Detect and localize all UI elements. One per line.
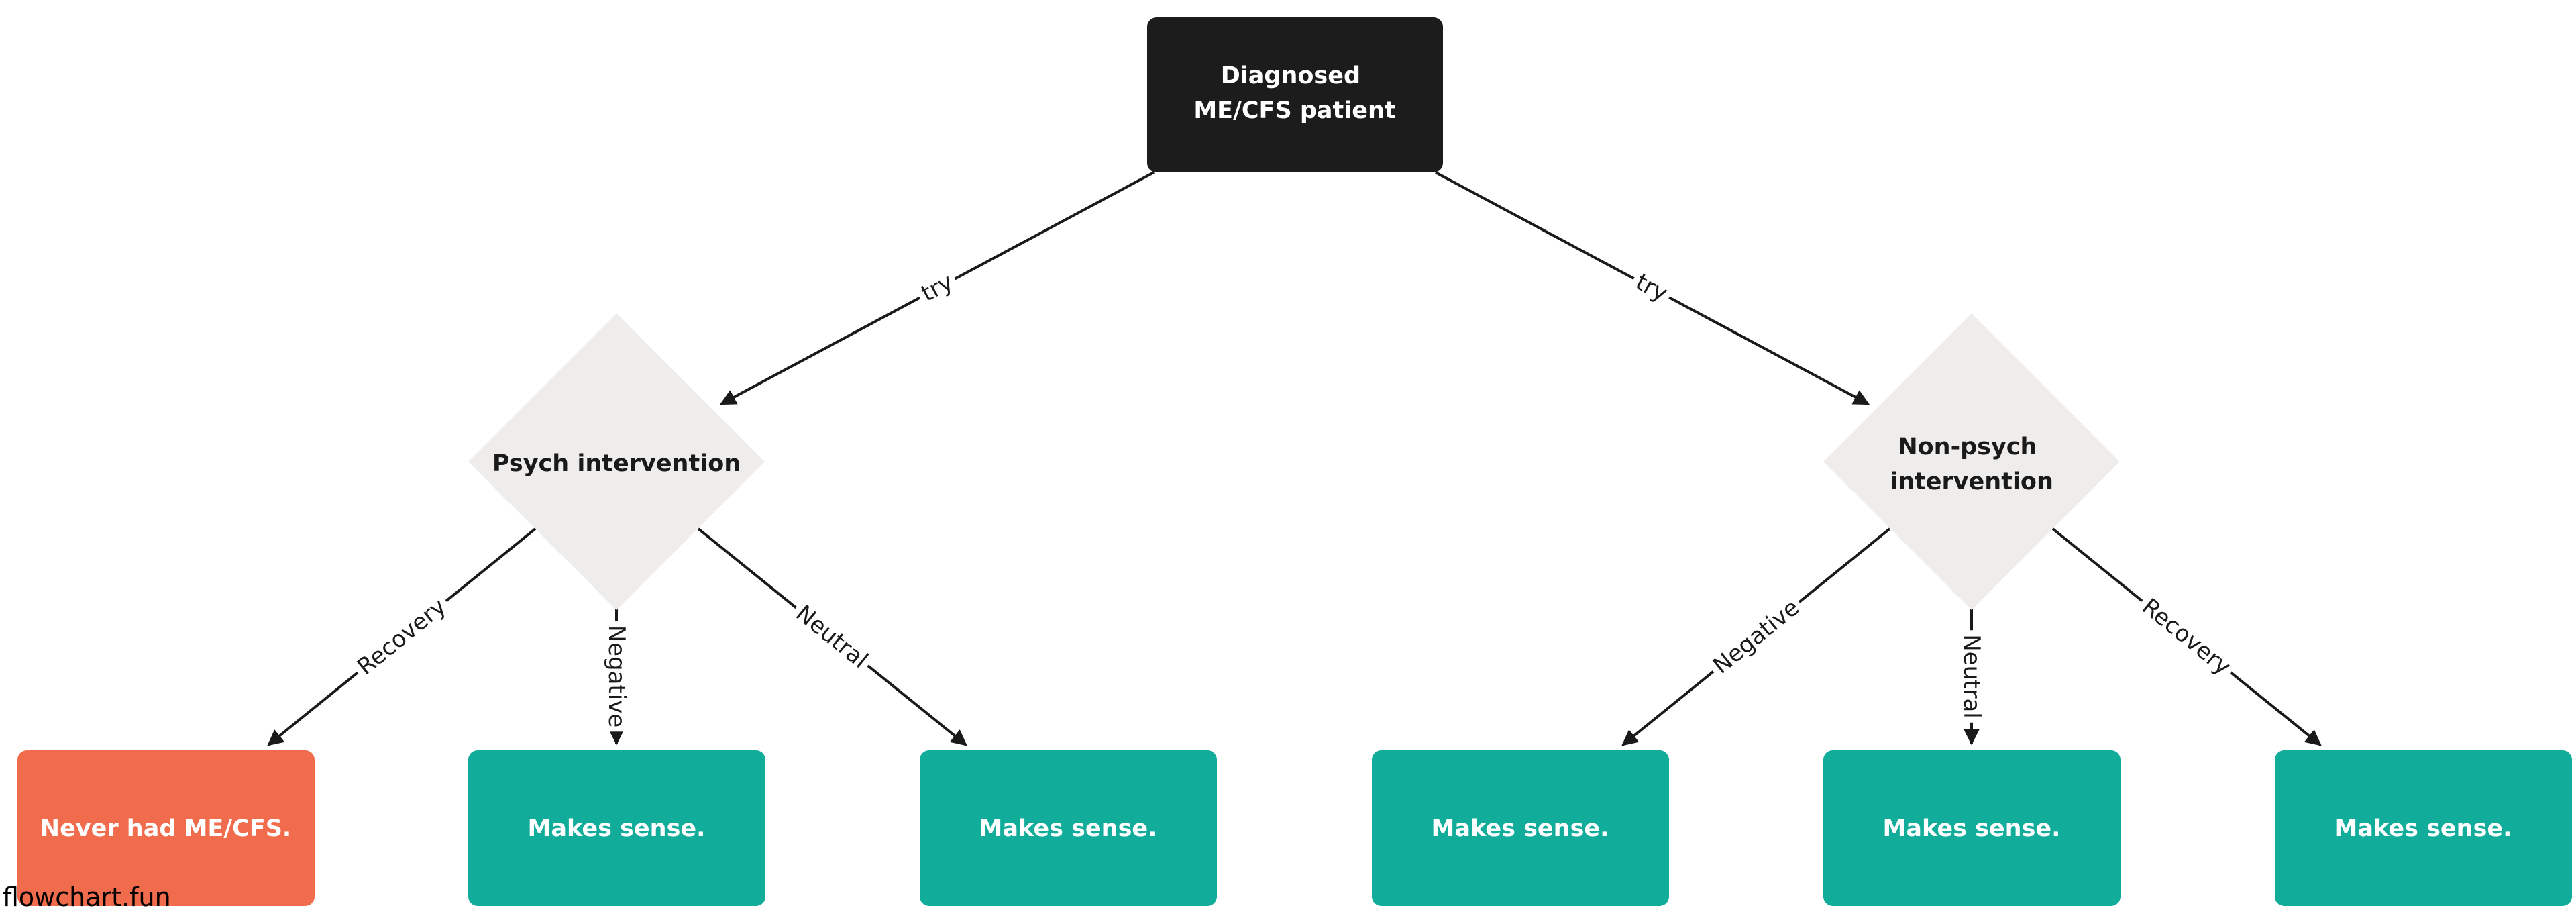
edge-label-backing: [602, 621, 631, 732]
node-label: Diagnosed ME/CFS patient: [1193, 62, 1395, 124]
node-label: Makes sense.: [2334, 815, 2512, 842]
edge-psych-to-recovery: Recovery: [267, 527, 537, 746]
edge-root-to-nonpsych: try: [1435, 171, 1870, 405]
edge-nonpsych-to-neutral: Neutral: [1957, 609, 1986, 746]
edge-psych-to-negative: Negative: [602, 609, 631, 746]
edge-label-backing: [1704, 591, 1809, 683]
edge-nonpsych-to-recovery: Recovery: [2051, 527, 2322, 746]
node-label: Non-psych intervention: [1890, 433, 2053, 495]
edge-nonpsych-to-negative: Negative: [1621, 527, 1891, 746]
watermark: flowchart.fun: [3, 882, 171, 912]
edge-label-recovery: Recovery: [352, 593, 451, 680]
node-makes-sense-psych-neutral[interactable]: Makes sense.: [920, 750, 1217, 906]
node-label: Psych intervention: [492, 450, 741, 477]
node-label: Makes sense.: [1883, 815, 2061, 842]
node-makes-sense-nonpsych-recovery[interactable]: Makes sense.: [2275, 750, 2572, 906]
node-diagnosed-patient[interactable]: Diagnosed ME/CFS patient: [1147, 17, 1443, 172]
edge-label-backing: [1957, 630, 1986, 723]
edge-label-neutral: Neutral: [791, 600, 873, 674]
edge-label-backing: [786, 596, 877, 678]
edge-label-backing: [912, 265, 962, 311]
edge-label-backing: [2133, 589, 2240, 684]
edge-label-recovery: Recovery: [2137, 593, 2236, 680]
node-label: Makes sense.: [528, 815, 706, 842]
edge-root-to-psych: try: [719, 171, 1155, 405]
node-psych-intervention[interactable]: Psych intervention: [468, 313, 765, 610]
edge-label-backing: [348, 589, 455, 684]
node-label: Never had ME/CFS.: [40, 815, 291, 842]
edge-label-backing: [1627, 265, 1676, 311]
edge-psych-to-neutral: Neutral: [697, 527, 967, 746]
edge-label-negative: Negative: [603, 625, 630, 728]
node-non-psych-intervention[interactable]: Non-psych intervention: [1823, 313, 2120, 610]
node-label: Makes sense.: [979, 815, 1157, 842]
edge-label-negative: Negative: [1708, 594, 1805, 679]
node-never-had-mecfs[interactable]: Never had ME/CFS.: [17, 750, 315, 906]
edge-label-neutral: Neutral: [1958, 634, 1985, 719]
node-makes-sense-nonpsych-negative[interactable]: Makes sense.: [1372, 750, 1669, 906]
node-makes-sense-nonpsych-neutral[interactable]: Makes sense.: [1823, 750, 2121, 906]
node-label: Makes sense.: [1432, 815, 1609, 842]
node-makes-sense-psych-negative[interactable]: Makes sense.: [468, 750, 765, 906]
